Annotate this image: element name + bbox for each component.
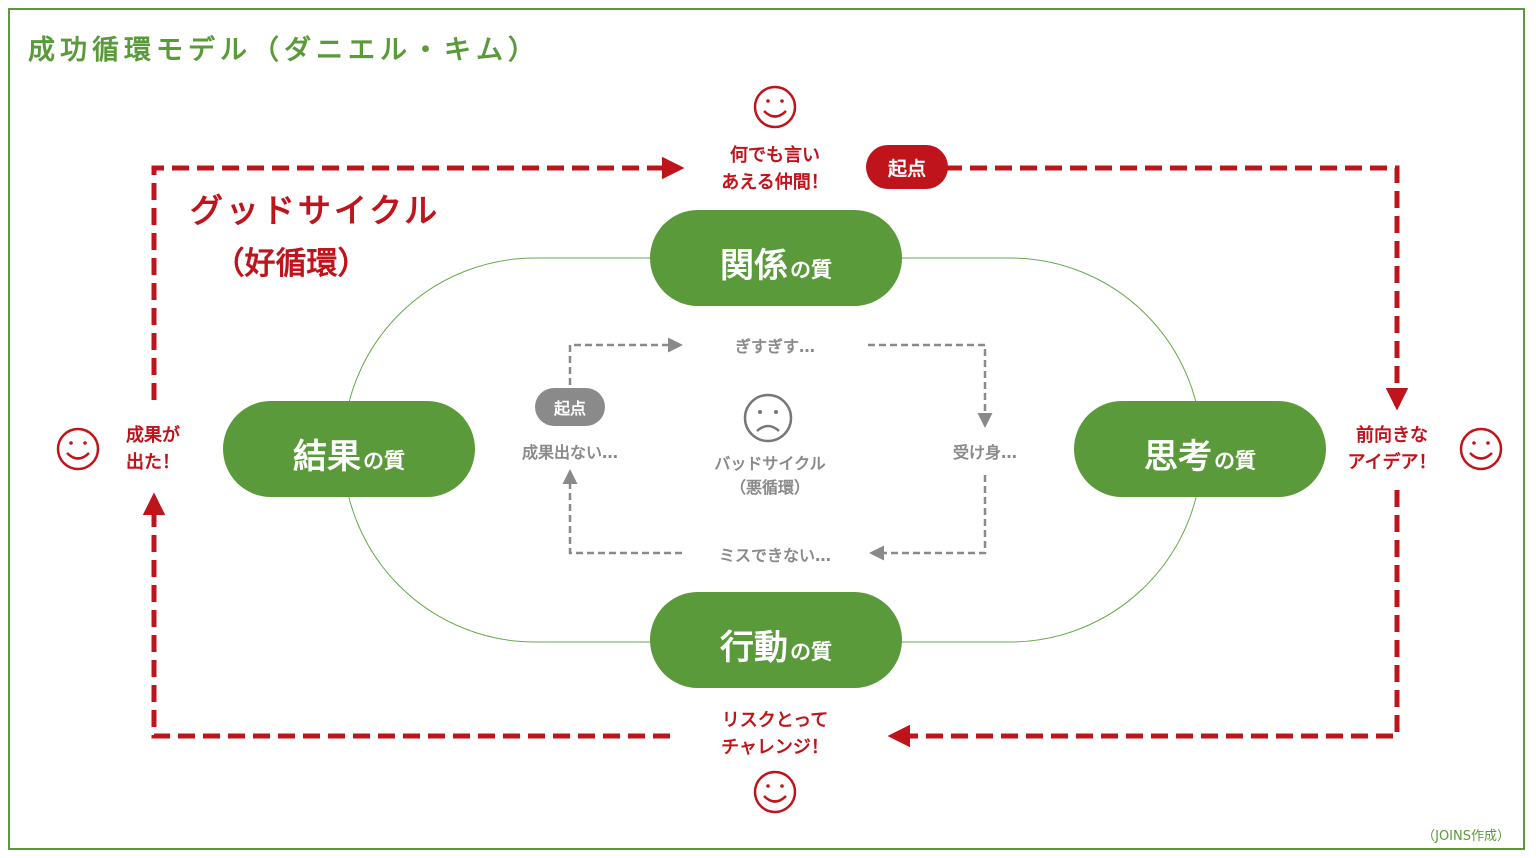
good-label-right: 前向きな アイデア！ <box>1332 422 1452 476</box>
good-arrow-top-right <box>945 165 1409 411</box>
credit-note: （JOINS作成） <box>1422 829 1510 844</box>
bad-label-left: 成果出ない… <box>521 443 618 462</box>
quality-result-suffix: の質 <box>363 449 405 473</box>
good-label-top-line2: あえる仲間！ <box>721 172 829 193</box>
quality-action-main: 行動 <box>720 628 788 668</box>
bad-cycle-title-line1: バッドサイクル <box>714 454 826 473</box>
bad-arrow-top-right <box>868 343 993 428</box>
good-arrow-top-left <box>151 156 685 400</box>
quality-relationship-main: 関係 <box>720 246 788 286</box>
bad-arrow-top-left <box>568 337 683 385</box>
quality-result-main: 結果 <box>293 437 361 477</box>
good-label-left: 成果が 出た！ <box>108 422 198 476</box>
good-start-badge: 起点 <box>866 145 948 189</box>
diagram-frame <box>8 8 1525 850</box>
good-label-bottom-line1: リスクとって <box>721 710 829 731</box>
smiley-face-icon <box>753 770 797 814</box>
quality-relationship-suffix: の質 <box>790 258 832 282</box>
good-label-left-line2: 出た！ <box>126 452 180 473</box>
bad-label-bottom: ミスできない… <box>718 546 831 565</box>
bad-arrow-bottom-left <box>562 469 682 555</box>
bad-cycle-title-line2: （悪循環） <box>729 478 810 497</box>
quality-relationship-node: 関係 の質 <box>650 210 902 306</box>
smiley-face-icon <box>753 85 797 129</box>
diagram-title: 成功循環モデル（ダニエル・キム） <box>28 35 540 66</box>
good-label-bottom-line2: チャレンジ！ <box>721 737 829 758</box>
good-label-right-line1: 前向きな <box>1356 425 1428 446</box>
smiley-face-icon <box>56 427 100 471</box>
good-label-left-line1: 成果が <box>126 425 180 446</box>
quality-result-node: 結果 の質 <box>223 401 475 497</box>
quality-action-node: 行動 の質 <box>650 592 902 688</box>
quality-thinking-main: 思考 <box>1144 437 1212 477</box>
good-label-top: 何でも言い あえる仲間！ <box>690 142 860 196</box>
quality-thinking-suffix: の質 <box>1214 449 1256 473</box>
quality-thinking-node: 思考 の質 <box>1074 401 1326 497</box>
good-cycle-title-line1: グッドサイクル <box>189 191 441 230</box>
bad-cycle-title: バッドサイクル （悪循環） <box>680 452 860 500</box>
good-cycle-title-line2: （好循環） <box>213 246 369 282</box>
bad-arrow-right-bottom <box>869 475 987 561</box>
bad-label-top: ぎすぎす… <box>734 337 815 356</box>
cycle-track <box>342 257 1203 643</box>
quality-action-suffix: の質 <box>790 640 832 664</box>
good-label-top-line1: 何でも言い <box>730 145 820 166</box>
bad-start-badge: 起点 <box>535 388 605 426</box>
good-start-badge-label: 起点 <box>887 157 926 180</box>
smiley-face-icon <box>1459 427 1503 471</box>
good-arrow-bottom-left <box>142 492 670 739</box>
good-label-bottom: リスクとって チャレンジ！ <box>690 707 860 761</box>
bad-label-right: 受け身… <box>952 443 1017 462</box>
sad-face-icon <box>743 393 793 443</box>
bad-start-badge-label: 起点 <box>553 399 586 418</box>
good-label-right-line2: アイデア！ <box>1347 452 1437 473</box>
good-cycle-title: グッドサイクル （好循環） <box>175 184 455 283</box>
good-arrow-right-bottom <box>887 490 1400 748</box>
